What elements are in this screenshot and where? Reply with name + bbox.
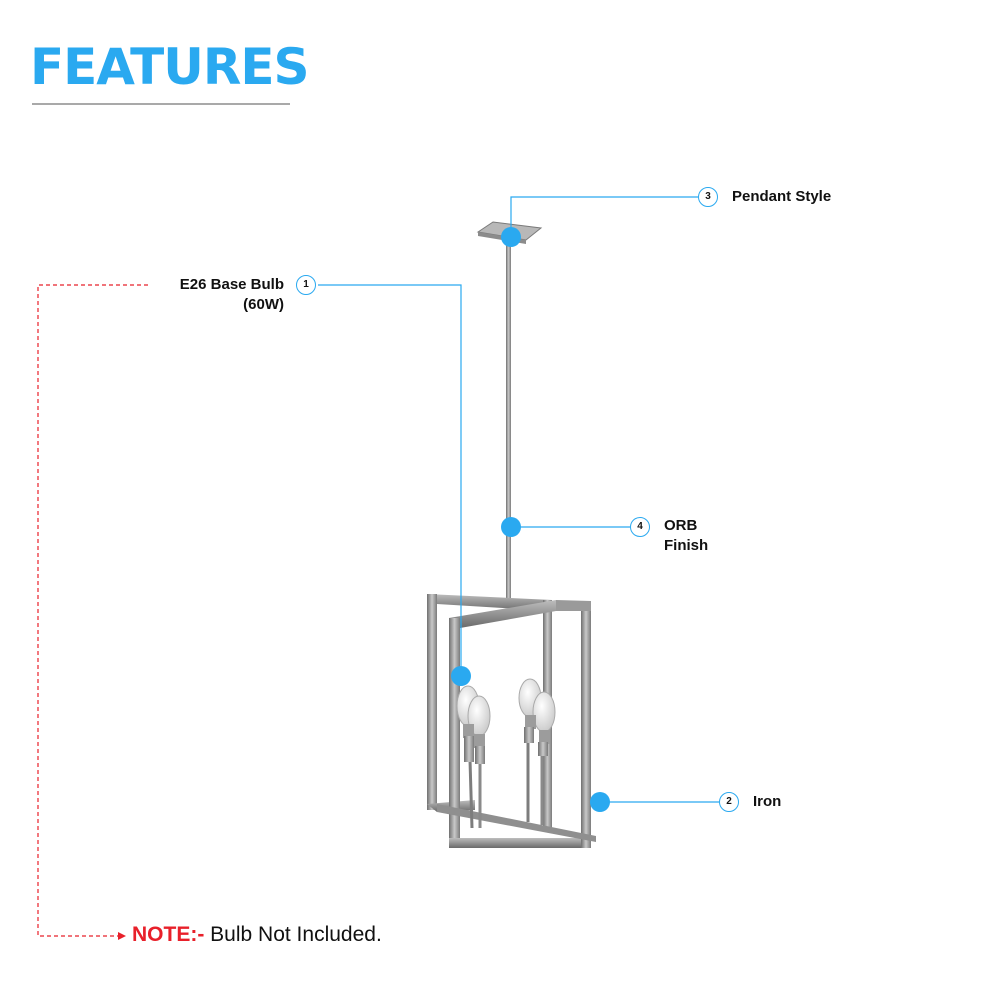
feature-label-iron: Iron [753,793,782,810]
iron-frame [427,594,596,848]
feature-label-finish: ORB Finish [664,516,708,556]
callout-lines [318,196,719,803]
feature-label-pendant: Pendant Style [732,188,832,205]
callout-dot-pendant [501,227,521,247]
note-pointer [37,284,148,940]
title-underline [32,103,290,105]
feature-number-badge: 2 [719,792,739,812]
down-rod [506,238,511,598]
feature-label-finish-line2: Finish [664,537,709,554]
note-key: NOTE:- [132,923,205,946]
callout-dot-iron [590,792,610,812]
callout-dot-finish [501,517,521,537]
feature-label-bulb: E26 Base Bulb (60W) [150,275,284,315]
note-text: Bulb Not Included. [210,923,382,946]
feature-number-badge: 1 [296,275,316,295]
feature-label-finish-line1: ORB [664,517,698,534]
page-title: FEATURES [30,38,309,96]
callout-dot-bulb [451,666,471,686]
feature-number-badge: 4 [630,517,650,537]
feature-label-bulb-line2: (60W) [243,296,284,313]
feature-label-bulb-line1: E26 Base Bulb [179,276,284,293]
bulbs [456,678,556,829]
feature-number-badge: 3 [698,187,718,207]
note: NOTE:- Bulb Not Included. [132,922,382,948]
